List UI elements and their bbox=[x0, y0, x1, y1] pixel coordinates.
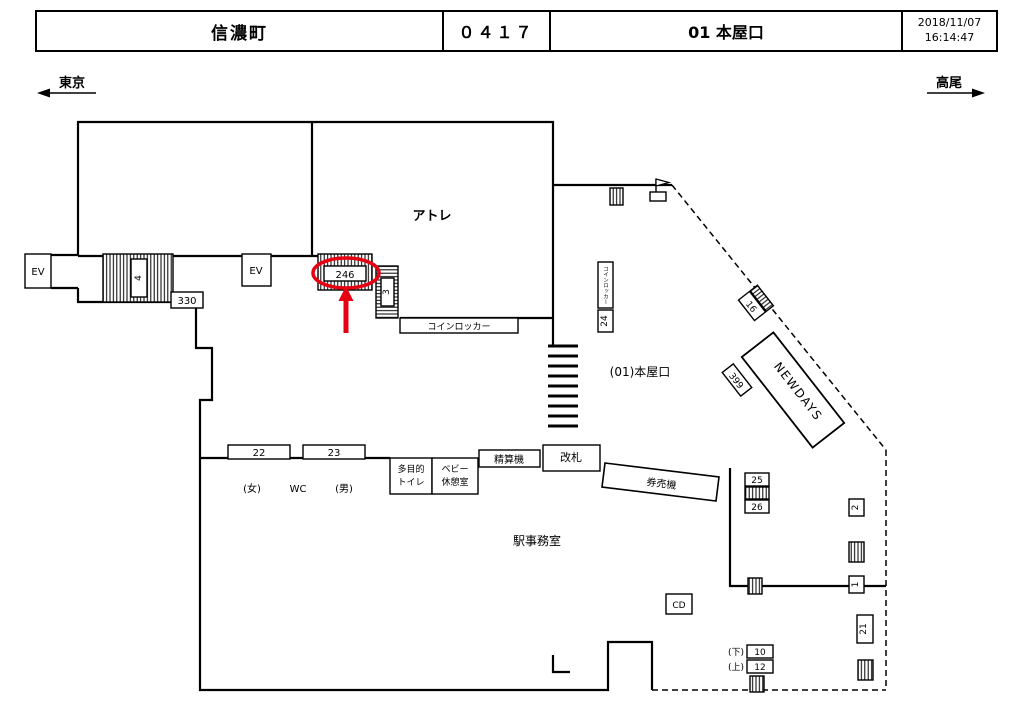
coin-locker-tower-box bbox=[597, 261, 614, 309]
sign-1-box bbox=[848, 575, 865, 594]
baby-room-label-1: ベビー bbox=[441, 464, 468, 475]
hatched-marker bbox=[749, 284, 775, 313]
highlight-246 bbox=[311, 256, 381, 333]
direction-left-label: 東京 bbox=[59, 75, 85, 91]
sign-16-group: 16 bbox=[737, 284, 775, 322]
highlight-arrow-head bbox=[338, 286, 354, 301]
multi-toilet-box bbox=[389, 457, 433, 495]
sign-399-group: 399 bbox=[721, 362, 753, 398]
hatched-marker bbox=[747, 577, 763, 595]
hatched-marker bbox=[749, 675, 765, 693]
sign-22-box bbox=[227, 444, 291, 460]
sign-4-box bbox=[130, 258, 148, 298]
hatched-marker bbox=[744, 486, 770, 500]
newdays-kiosk bbox=[740, 331, 846, 449]
sign-21: 21 bbox=[859, 623, 869, 634]
sign-25-box bbox=[744, 472, 770, 487]
multi-toilet-label-2: トイレ bbox=[397, 478, 424, 488]
sign-330-box bbox=[170, 291, 204, 309]
cd-box bbox=[665, 593, 693, 615]
boundary-dashed bbox=[652, 184, 887, 691]
hatched-marker bbox=[857, 659, 874, 681]
sign-1: 1 bbox=[851, 582, 861, 588]
timestamp-date: 2018/11/07 bbox=[917, 16, 982, 30]
walls bbox=[51, 120, 886, 692]
timestamp-time: 16:14:47 bbox=[924, 31, 975, 44]
fare-adjustment-label: 精算機 bbox=[494, 453, 524, 466]
direction-left: 東京 bbox=[37, 75, 96, 98]
sign-10: 10 bbox=[754, 648, 766, 658]
sign-16-box bbox=[737, 290, 767, 322]
sign-330: 330 bbox=[177, 296, 196, 307]
sign-12-box bbox=[746, 659, 774, 674]
coin-locker-label: コインロッカー bbox=[427, 322, 490, 333]
header-bar: 信濃町 ０４１７ 01 本屋口 2018/11/07 16:14:47 bbox=[35, 10, 998, 52]
sign-25: 25 bbox=[751, 476, 762, 486]
up-label: (上) bbox=[728, 662, 744, 673]
gate-title: 01 本屋口 bbox=[549, 10, 903, 52]
sign-22: 22 bbox=[253, 448, 266, 459]
ticket-machines-label: 券売機 bbox=[646, 475, 677, 492]
sign-24-box bbox=[597, 309, 614, 333]
sign-4: 4 bbox=[134, 275, 144, 281]
fare-adjustment-box bbox=[478, 449, 541, 468]
hatched-marker bbox=[609, 187, 624, 206]
sign-12: 12 bbox=[754, 663, 765, 673]
sign-23-box bbox=[302, 444, 366, 460]
toilet-women-label: (女) bbox=[243, 482, 261, 495]
cd-label: CD bbox=[672, 601, 685, 611]
toilet-wc-label: WC bbox=[290, 484, 307, 495]
sign-3-box bbox=[380, 277, 395, 307]
sign-26: 26 bbox=[751, 503, 763, 513]
arrow-left-icon bbox=[37, 88, 50, 98]
platform-stairs-icon bbox=[548, 344, 578, 428]
arrow-right-icon bbox=[972, 88, 985, 98]
sign-24: 24 bbox=[600, 315, 610, 327]
multi-toilet-label-1: 多目的 bbox=[397, 463, 424, 475]
atre-label: アトレ bbox=[412, 209, 451, 224]
sign-21-box bbox=[856, 614, 874, 644]
ticket-machines-box bbox=[601, 462, 720, 502]
elevator-left-box bbox=[24, 253, 52, 289]
down-label: (下) bbox=[728, 648, 744, 658]
timestamp: 2018/11/07 16:14:47 bbox=[901, 10, 998, 52]
coin-locker-box bbox=[399, 317, 519, 334]
entrance-label: (01)本屋口 bbox=[610, 365, 671, 379]
elevator-mid-box bbox=[241, 253, 272, 287]
flag-icon bbox=[649, 178, 672, 202]
baby-room-box bbox=[431, 457, 479, 495]
sign-399-box bbox=[721, 362, 753, 398]
sign-23: 23 bbox=[328, 448, 341, 459]
station-code: ０４１７ bbox=[442, 10, 551, 52]
sign-3: 3 bbox=[382, 289, 392, 295]
direction-right-label: 高尾 bbox=[936, 75, 962, 91]
hatched-marker bbox=[848, 541, 865, 563]
direction-right: 高尾 bbox=[927, 75, 985, 98]
sign-26-box bbox=[744, 499, 770, 514]
toilet-men-label: (男) bbox=[335, 483, 353, 495]
ticket-gate-box bbox=[542, 444, 601, 472]
station-name: 信濃町 bbox=[35, 10, 444, 52]
sign-246-box bbox=[323, 265, 367, 282]
elevator-mid-label: EV bbox=[249, 266, 262, 277]
coin-locker-tower-label: コインロッカー bbox=[602, 266, 609, 305]
sign-2: 2 bbox=[851, 505, 861, 511]
sign-10-box bbox=[746, 644, 774, 659]
sign-246: 246 bbox=[335, 270, 354, 281]
ticket-gate-label: 改札 bbox=[560, 450, 582, 464]
sign-2-box bbox=[848, 498, 865, 517]
elevator-left-label: EV bbox=[31, 267, 44, 278]
station-office-label: 駅事務室 bbox=[513, 533, 561, 548]
baby-room-label-2: 休憩室 bbox=[441, 476, 468, 488]
